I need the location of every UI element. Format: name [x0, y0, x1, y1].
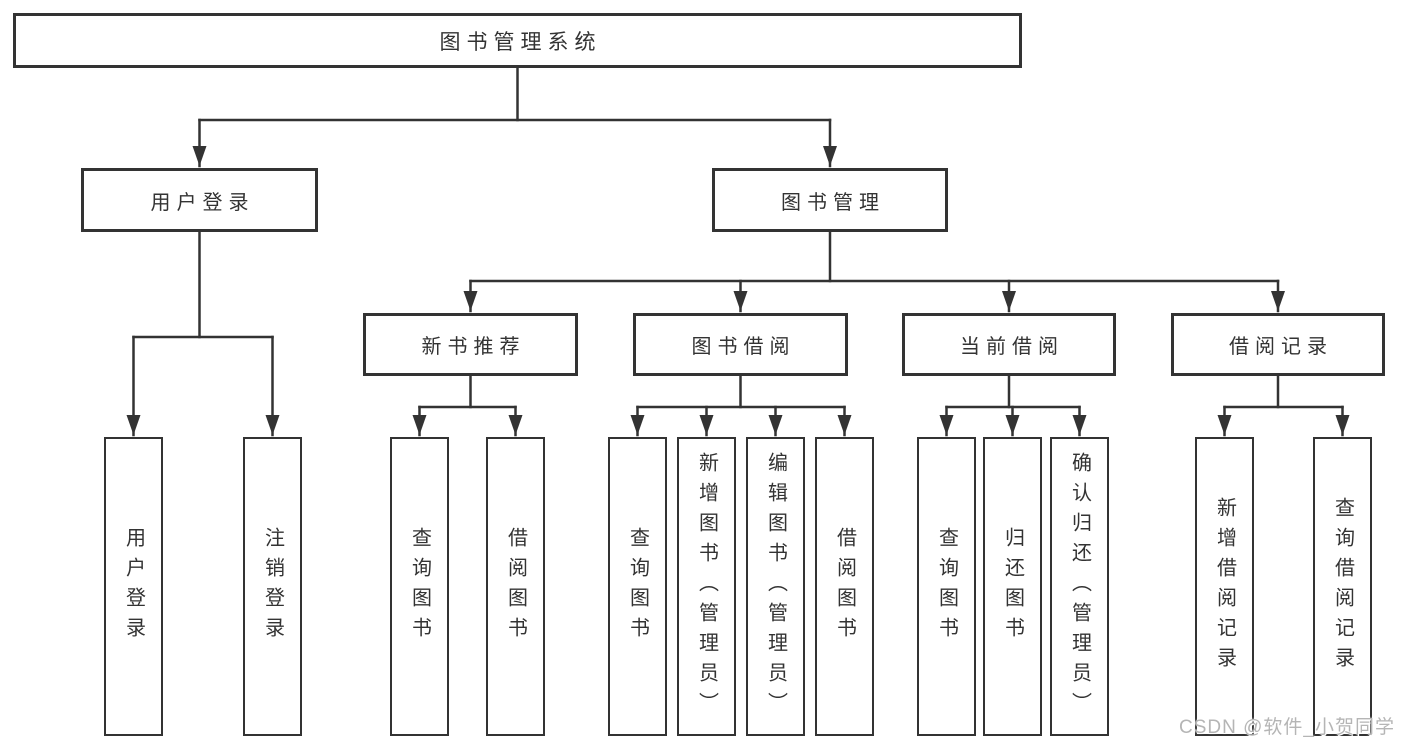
- leaf-query-books-recommend: 查询图书: [390, 437, 449, 736]
- leaf-user-login: 用户登录: [104, 437, 163, 736]
- leaf-return-books: 归还图书: [983, 437, 1042, 736]
- node-current-borrowing: 当前借阅: [902, 313, 1116, 376]
- leaf-user-login-label: 用户登录: [122, 526, 145, 647]
- leaf-add-books-admin: 新增图书（管理员）: [677, 437, 736, 736]
- leaf-confirm-return-admin: 确认归还（管理员）: [1050, 437, 1109, 736]
- leaf-return-books-label: 归还图书: [1001, 526, 1024, 647]
- leaf-add-books-admin-label: 新增图书（管理员）: [695, 451, 718, 722]
- leaf-borrow-books-label: 借阅图书: [833, 526, 856, 647]
- leaf-add-borrow-record-label: 新增借阅记录: [1213, 496, 1236, 677]
- leaf-borrow-books-recommend-label: 借阅图书: [504, 526, 527, 647]
- leaf-confirm-return-admin-label: 确认归还（管理员）: [1068, 451, 1091, 722]
- leaf-edit-books-admin: 编辑图书（管理员）: [746, 437, 805, 736]
- leaf-query-books-current-label: 查询图书: [935, 526, 958, 647]
- node-book-borrowing: 图书借阅: [633, 313, 848, 376]
- leaf-borrow-books: 借阅图书: [815, 437, 874, 736]
- leaf-add-borrow-record: 新增借阅记录: [1195, 437, 1254, 736]
- node-borrowing-records: 借阅记录: [1171, 313, 1385, 376]
- node-user-login: 用户登录: [81, 168, 318, 232]
- leaf-query-borrow-record: 查询借阅记录: [1313, 437, 1372, 736]
- node-book-management: 图书管理: [712, 168, 948, 232]
- csdn-watermark: CSDN @软件_小贺同学: [1179, 717, 1395, 738]
- leaf-borrow-books-recommend: 借阅图书: [486, 437, 545, 736]
- leaf-logout: 注销登录: [243, 437, 302, 736]
- node-new-book-recommend: 新书推荐: [363, 313, 578, 376]
- leaf-query-books-borrowing-label: 查询图书: [626, 526, 649, 647]
- leaf-query-books-borrowing: 查询图书: [608, 437, 667, 736]
- leaf-query-books-recommend-label: 查询图书: [408, 526, 431, 647]
- leaf-query-books-current: 查询图书: [917, 437, 976, 736]
- leaf-edit-books-admin-label: 编辑图书（管理员）: [764, 451, 787, 722]
- leaf-query-borrow-record-label: 查询借阅记录: [1331, 496, 1354, 677]
- leaf-logout-label: 注销登录: [261, 526, 284, 647]
- node-library-management-system: 图书管理系统: [13, 13, 1022, 68]
